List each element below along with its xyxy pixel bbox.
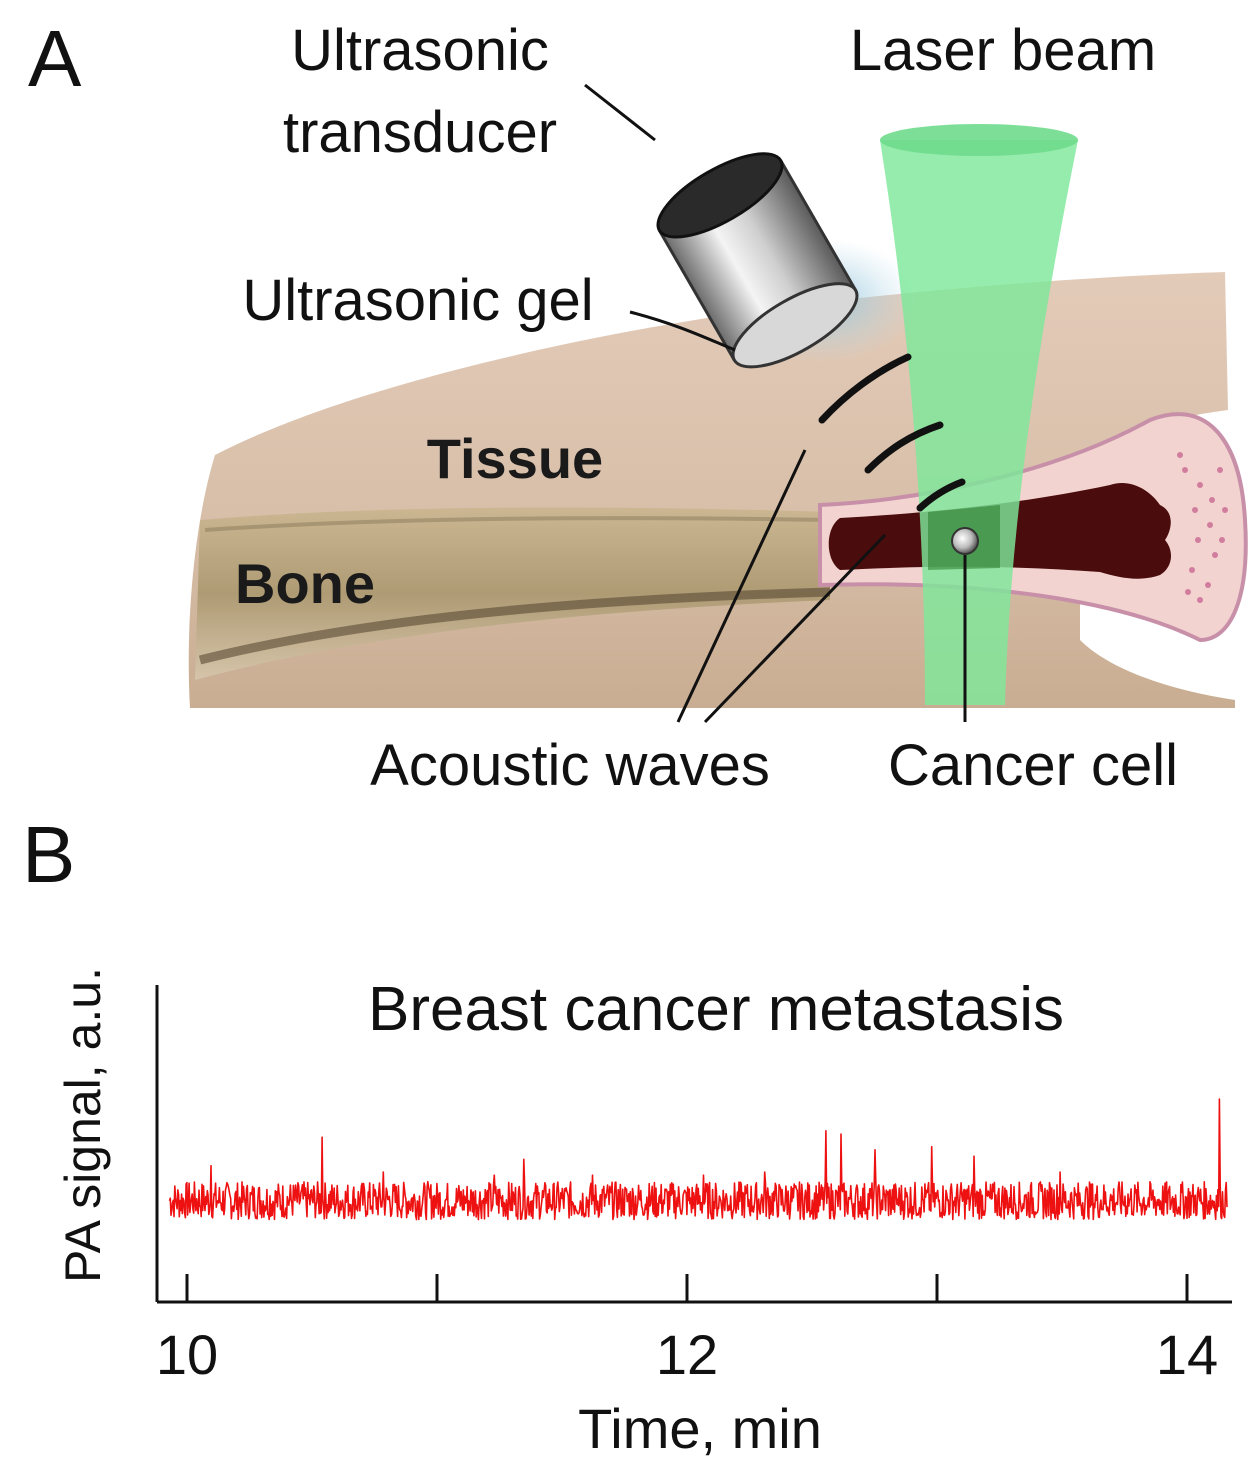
x-tick-label-12: 12 [656,1323,718,1386]
x-minor-ticks [185,1274,1189,1302]
x-tick-labels: 10 12 14 [156,1323,1218,1386]
x-tick-label-14: 14 [1156,1323,1218,1386]
chart-title: Breast cancer metastasis [368,975,1064,1044]
bone-region [195,507,830,680]
x-tick-label-10: 10 [156,1323,218,1386]
ultrasonic-transducer [656,152,859,369]
acoustic-wave-arcs [818,353,966,512]
panel-b-letter: B [22,810,75,899]
label-laser-beam: Laser beam [850,18,1156,83]
laser-beam-top [880,124,1078,156]
label-acoustic-waves: Acoustic waves [370,733,770,798]
label-ultrasonic-gel: Ultrasonic gel [242,268,593,333]
spongy-bone [1177,452,1228,603]
bone-light-stripe [204,516,831,532]
cancer-cell [951,527,979,555]
pa-signal-trace [168,1098,1228,1221]
y-axis-label: PA signal, a.u. [55,967,111,1283]
label-bone: Bone [235,552,375,615]
bone-dark-stripe [198,587,831,665]
panel-a-letter: A [28,14,82,103]
leader-lines [584,83,967,724]
plot-area: 10 12 14 [155,985,1232,1386]
label-cancer-cell: Cancer cell [888,733,1178,798]
x-axis-label: Time, min [578,1397,822,1460]
label-tissue: Tissue [427,427,603,490]
label-transducer-line1: Ultrasonic [291,18,549,83]
label-transducer-line2: transducer [283,100,557,165]
panel-b: B Breast cancer metastasis PA signal, a.… [22,810,1232,1460]
panel-a: A [28,14,1248,798]
